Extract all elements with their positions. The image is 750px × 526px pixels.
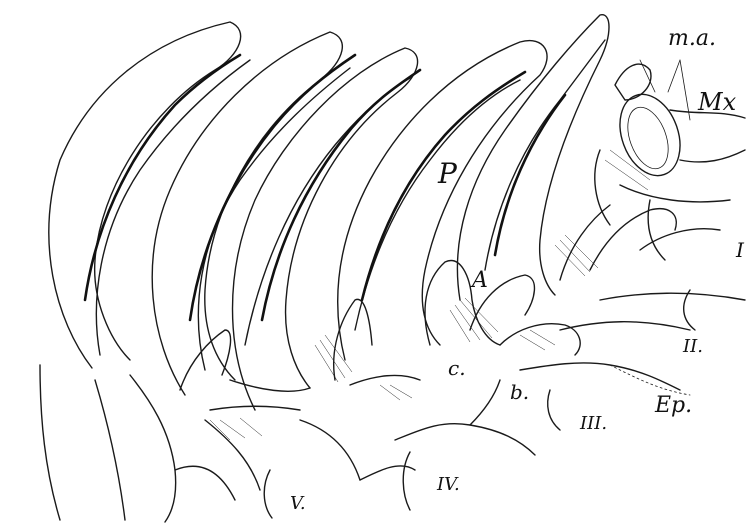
label-segment-2: II. <box>683 338 703 356</box>
label-a: A <box>472 270 488 292</box>
body-segments <box>40 290 745 522</box>
label-segment-5: V. <box>290 495 306 513</box>
plate-limbs <box>49 15 609 410</box>
label-ep: Ep. <box>655 395 692 417</box>
label-ma: m.a. <box>668 28 716 50</box>
label-p: P <box>438 160 457 188</box>
label-segment-3: III. <box>580 415 607 433</box>
label-b: b. <box>510 382 529 402</box>
label-segment-4: IV. <box>437 476 460 494</box>
label-segment-1: I <box>736 240 744 260</box>
label-mx: Mx <box>698 90 736 114</box>
label-c: c. <box>448 358 466 378</box>
setae-fans <box>210 150 650 440</box>
